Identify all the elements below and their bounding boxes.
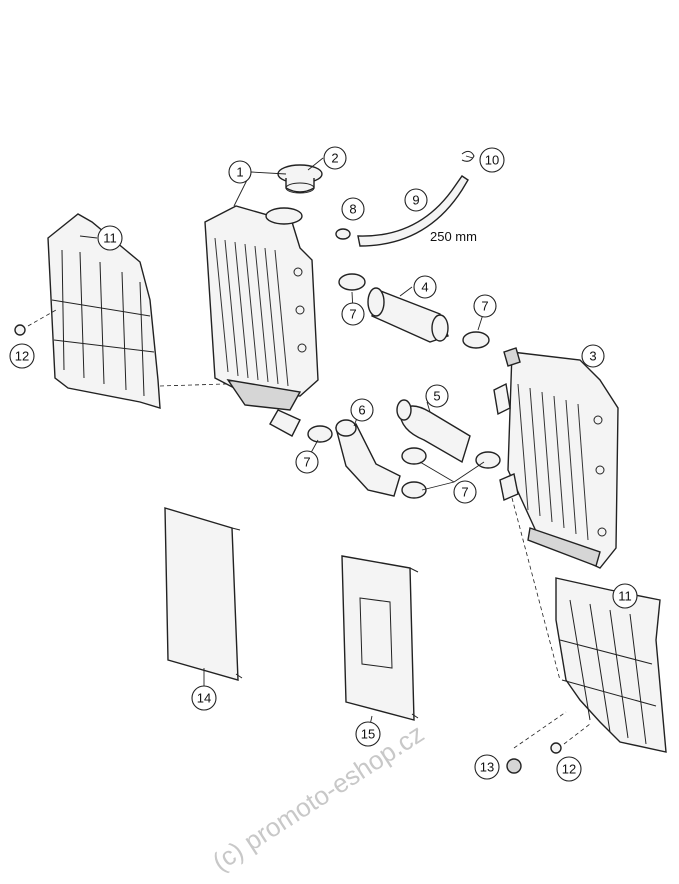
hose-clamps [307, 273, 501, 499]
callout-label: 7 [461, 485, 468, 500]
callout-1: 1 [228, 160, 252, 184]
callout-11-left: 11 [97, 225, 123, 251]
watermark-text: (c) promoto-eshop.cz [207, 718, 429, 877]
fasteners [14, 324, 562, 774]
left-radiator-fins [214, 237, 289, 387]
callout-8: 8 [341, 197, 365, 221]
radiator-hose-5 [396, 399, 471, 464]
callout-12-left: 12 [9, 343, 35, 369]
callout-label: 7 [481, 299, 488, 314]
callout-label: 7 [303, 455, 310, 470]
callout-4: 4 [413, 275, 437, 299]
callout-label: 5 [433, 389, 440, 404]
callout-label: 6 [358, 403, 365, 418]
callout-label: 13 [480, 760, 494, 775]
hose-length-note: 250 mm [430, 229, 477, 244]
right-radiator-guard [513, 577, 667, 753]
callout-label: 1 [236, 165, 243, 180]
callout-2: 2 [323, 146, 347, 170]
callout-11-right: 11 [612, 583, 638, 609]
callout-label: 4 [421, 280, 428, 295]
callout-label: 8 [349, 202, 356, 217]
callout-13: 13 [474, 754, 500, 780]
callout-7d: 7 [453, 480, 477, 504]
callout-label: 11 [103, 231, 117, 246]
callout-7b: 7 [473, 294, 497, 318]
radiator-hose-6 [335, 419, 401, 497]
callout-7c: 7 [295, 450, 319, 474]
callout-3: 3 [581, 344, 605, 368]
right-radiator-fins [517, 383, 589, 541]
left-radiator-guard [27, 213, 291, 409]
callout-label: 14 [197, 691, 211, 706]
callout-label: 12 [562, 762, 576, 777]
left-radiator [204, 205, 319, 437]
callout-7a: 7 [341, 302, 365, 326]
hose-connector [367, 287, 449, 343]
callout-5: 5 [425, 384, 449, 408]
callout-12-right: 12 [556, 756, 582, 782]
radiator-plate-14 [164, 507, 243, 681]
callout-label: 3 [589, 349, 596, 364]
callout-label: 10 [485, 153, 499, 168]
callout-label: 9 [412, 193, 419, 208]
callout-label: 7 [349, 307, 356, 322]
callout-6: 6 [350, 398, 374, 422]
callout-label: 11 [618, 589, 632, 604]
radiator-plate-15 [341, 555, 419, 721]
callout-14: 14 [191, 685, 217, 711]
right-radiator [493, 347, 619, 681]
hose-clamp-8 [335, 228, 351, 240]
callout-label: 12 [15, 349, 29, 364]
radiator-cap [277, 164, 323, 194]
callout-10: 10 [479, 147, 505, 173]
callout-label: 2 [331, 151, 338, 166]
vent-hose [357, 175, 469, 247]
callout-label: 15 [361, 727, 375, 742]
hose-clip-10 [461, 150, 475, 162]
callout-9: 9 [404, 188, 428, 212]
callout-15: 15 [355, 721, 381, 747]
leader-lines [79, 155, 486, 735]
